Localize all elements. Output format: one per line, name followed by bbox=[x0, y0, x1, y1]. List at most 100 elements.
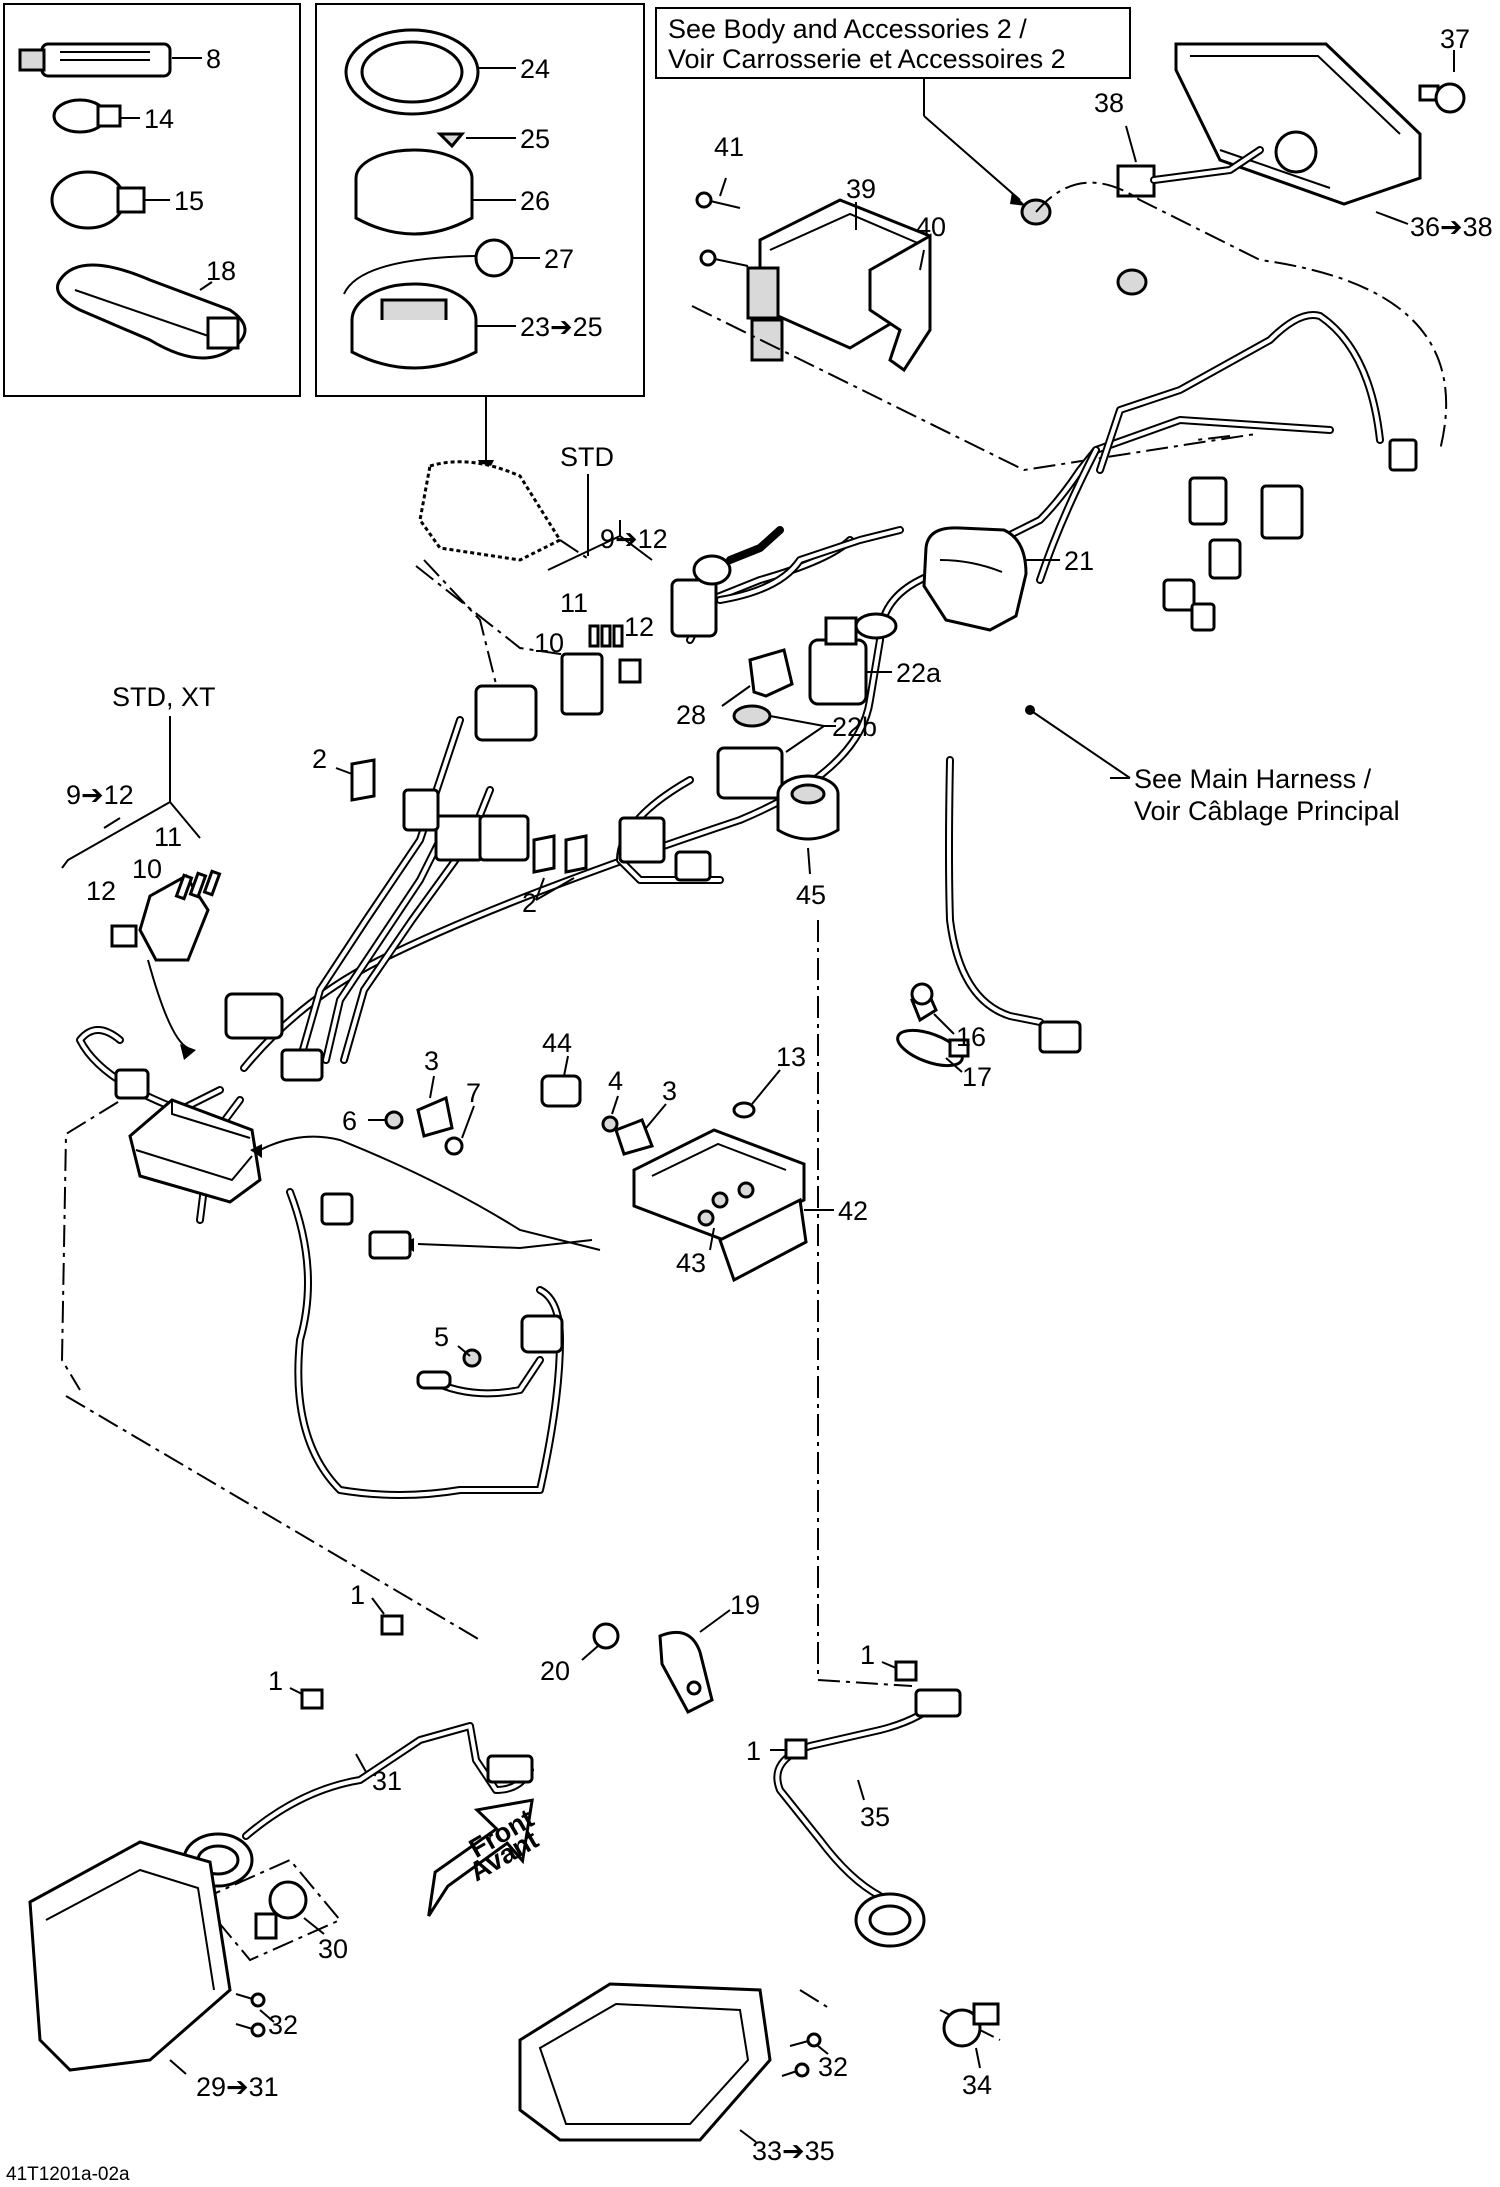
gauge-outline-std bbox=[418, 460, 563, 562]
connector-lock-std bbox=[618, 658, 642, 684]
callout-12-xt: 12 bbox=[86, 876, 116, 906]
callout-11-xt: 11 bbox=[154, 822, 182, 852]
callout-3-right: 3 bbox=[662, 1076, 677, 1106]
connector-housing-std bbox=[560, 652, 604, 716]
inset-box-gauge: 24 25 26 27 23➔25 bbox=[315, 3, 645, 397]
callout-14: 14 bbox=[144, 104, 174, 134]
connector-pins-xt bbox=[174, 869, 222, 901]
cable-tie-large bbox=[56, 263, 247, 360]
relay-connector bbox=[320, 1192, 412, 1260]
label-std-xt: STD, XT bbox=[112, 682, 216, 712]
retaining-clip-left bbox=[350, 758, 376, 802]
callout-4: 4 bbox=[608, 1066, 623, 1096]
cable-tie-small bbox=[52, 98, 122, 134]
clip-1-a bbox=[380, 1614, 404, 1636]
headlight-harness-right bbox=[773, 1696, 944, 1900]
gauge-lens bbox=[354, 148, 474, 236]
connector-pins-std bbox=[588, 624, 624, 648]
callout-43: 43 bbox=[676, 1248, 706, 1278]
callout-17: 17 bbox=[962, 1062, 992, 1092]
bracket-19 bbox=[658, 1631, 714, 1714]
taillight-housing bbox=[1174, 42, 1422, 206]
callout-28: 28 bbox=[676, 700, 706, 730]
harness-end-connector bbox=[1038, 1020, 1082, 1054]
sealant-tube bbox=[18, 42, 172, 78]
gauge-clip bbox=[436, 132, 466, 149]
headlight-harness-left bbox=[242, 1722, 534, 1840]
headlight-connector-right bbox=[914, 1688, 962, 1718]
callout-41: 41 bbox=[714, 132, 744, 162]
callout-16: 16 bbox=[956, 1022, 986, 1052]
callout-1-d: 1 bbox=[746, 1736, 761, 1766]
screw-32-left bbox=[235, 1992, 266, 2038]
harness-connectors-upper bbox=[670, 554, 732, 638]
callout-2-left: 2 bbox=[312, 744, 327, 774]
label-std: STD bbox=[560, 442, 614, 472]
sensor-connector bbox=[520, 1314, 564, 1354]
callout-25: 25 bbox=[520, 124, 550, 154]
bracket-3-right bbox=[614, 1118, 654, 1156]
callout-27: 27 bbox=[544, 244, 574, 274]
regulator-bolt-lower bbox=[699, 249, 749, 267]
headlight-housing-right bbox=[518, 1982, 772, 2142]
front-direction-arrow: Front Avant bbox=[427, 1798, 543, 1917]
callout-1-b: 1 bbox=[268, 1666, 283, 1696]
callout-11-std: 11 bbox=[560, 588, 588, 618]
bulb-socket-right bbox=[854, 1892, 926, 1948]
clip-1-d bbox=[784, 1738, 808, 1760]
note-body-accessories: See Body and Accessories 2 / Voir Carros… bbox=[655, 7, 1131, 79]
rear-harness-connectors bbox=[1162, 438, 1418, 632]
callout-31: 31 bbox=[372, 1766, 402, 1796]
callout-18: 18 bbox=[206, 256, 236, 286]
clip-1-c bbox=[894, 1660, 918, 1682]
callout-21: 21 bbox=[1064, 546, 1094, 576]
cable-tie-medium bbox=[50, 170, 146, 230]
bulb-34 bbox=[942, 2002, 1000, 2048]
callout-45: 45 bbox=[796, 880, 826, 910]
callout-35: 35 bbox=[860, 1802, 890, 1832]
ignition-harness-connector bbox=[618, 816, 712, 882]
washer-7 bbox=[444, 1136, 464, 1156]
callout-32-left: 32 bbox=[268, 2010, 298, 2040]
callout-44: 44 bbox=[542, 1028, 572, 1058]
switch-nut-22b bbox=[732, 704, 772, 728]
grommet-lower bbox=[1116, 268, 1148, 296]
taillight-bulb bbox=[1418, 82, 1466, 114]
svg-text:Voir Câblage Principal: Voir Câblage Principal bbox=[1134, 796, 1400, 826]
ground-connector bbox=[280, 1048, 324, 1082]
connector-cluster bbox=[402, 788, 530, 862]
callout-29-31: 29➔31 bbox=[196, 2072, 279, 2102]
fuse-box bbox=[128, 1098, 262, 1204]
gauge-bezel bbox=[344, 28, 480, 116]
taillight-socket bbox=[1116, 146, 1264, 198]
callout-36-38: 36➔38 bbox=[1410, 212, 1493, 242]
mounting-bracket-42 bbox=[632, 1128, 808, 1283]
key-28 bbox=[748, 648, 794, 698]
callout-39: 39 bbox=[846, 174, 876, 204]
callout-32-right: 32 bbox=[818, 2052, 848, 2082]
washer-13 bbox=[732, 1101, 756, 1119]
callout-37: 37 bbox=[1440, 24, 1470, 54]
relay-21 bbox=[922, 526, 1028, 632]
svg-text:See Main Harness /: See Main Harness / bbox=[1134, 764, 1372, 794]
callout-7: 7 bbox=[466, 1078, 481, 1108]
harness-connector-left bbox=[114, 992, 284, 1100]
nut-6 bbox=[384, 1110, 404, 1130]
cable-tie-17 bbox=[896, 1028, 970, 1068]
switch-body-22b bbox=[716, 746, 784, 800]
callout-6: 6 bbox=[342, 1106, 357, 1136]
callout-33-35: 33➔35 bbox=[752, 2136, 835, 2166]
bulb-30 bbox=[254, 1880, 308, 1940]
temperature-sensor-5 bbox=[416, 1348, 482, 1390]
main-harness bbox=[76, 311, 1384, 1499]
callout-22b: 22b bbox=[832, 712, 877, 742]
nut-20 bbox=[592, 1622, 620, 1650]
regulator-bolt-upper bbox=[695, 191, 741, 209]
callout-5: 5 bbox=[434, 1322, 449, 1352]
connector-44 bbox=[540, 1074, 582, 1108]
push-clip-16 bbox=[910, 982, 938, 1023]
callout-42: 42 bbox=[838, 1196, 868, 1226]
callout-22a: 22a bbox=[896, 658, 942, 688]
callout-20: 20 bbox=[540, 1656, 570, 1686]
